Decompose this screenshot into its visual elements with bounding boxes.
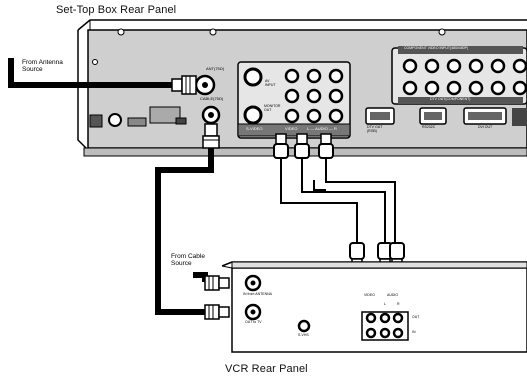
vcr-in-label: IN	[412, 330, 416, 334]
rca-jacks-stb	[284, 68, 344, 124]
antenna-cable	[8, 58, 197, 95]
vcr-out-label: OUT	[412, 315, 420, 319]
stb-svideo-label: S-VIDEO	[246, 126, 263, 131]
stb-dtv-out-component-label: DTV OUT(COMPONENT)	[430, 97, 471, 101]
vcr-video-label: VIDEO	[364, 293, 375, 297]
antenna-source-line2: Source	[22, 65, 43, 73]
cable-source-line	[193, 272, 208, 282]
cable-source-line1: From Cable	[171, 253, 205, 260]
antenna-source-label: From Antenna Source	[22, 59, 63, 74]
stb-av-input-label: AV INPUT	[265, 79, 276, 87]
antenna-source-line1: From Antenna	[22, 59, 63, 66]
stb-coax-terminals	[194, 74, 221, 125]
cable-source-label: From Cable Source	[171, 253, 205, 268]
rca-cables	[280, 156, 396, 243]
vcr-audio-label: AUDIO	[387, 293, 399, 297]
vcr-audio-r-label: R	[397, 302, 400, 306]
stb-ant-label: ANT(75Ω)	[206, 66, 225, 71]
stb-component-input-label: COMPONENT VIDEO INPUT(480i/480P)	[404, 46, 469, 50]
vcr-out-to-tv-label: OUT to TV	[245, 320, 262, 324]
stb-dvi-out-label: DVI OUT	[478, 125, 493, 129]
rca-plugs-vcr	[349, 242, 405, 270]
stb-video-label: VIDEO	[285, 126, 298, 131]
vcr-coax-plugs	[204, 275, 230, 320]
s-video-jacks	[243, 67, 263, 125]
stb-rs232c-label: RS232C	[422, 125, 436, 129]
coax-stb-to-vcr	[155, 123, 220, 315]
vcr-audio-l-label: L	[384, 302, 386, 306]
d-sub-connectors	[365, 107, 527, 126]
component-jacks	[402, 58, 527, 96]
stb-panel-title: Set-Top Box Rear Panel	[56, 4, 177, 16]
rca-plugs-stb	[273, 133, 334, 159]
stb-rear-panel	[77, 19, 527, 157]
vcr-svhs-label: S-VHS	[298, 333, 309, 337]
stb-audio-label: L — AUDIO — R	[307, 126, 337, 131]
stb-cable-label: CABLE(75Ω)	[200, 96, 224, 101]
stb-monitor-out-label: MONITOR OUT	[264, 104, 281, 112]
stb-dtv-out-label: DTV OUT (RGB)	[367, 125, 383, 133]
rca-jacks-vcr	[365, 312, 404, 339]
vcr-rear-panel	[221, 261, 527, 353]
cable-source-line2: Source	[171, 259, 192, 267]
vcr-in-from-antenna-label: IN from ANTENNA	[243, 292, 272, 296]
vcr-panel-title: VCR Rear Panel	[225, 363, 308, 375]
